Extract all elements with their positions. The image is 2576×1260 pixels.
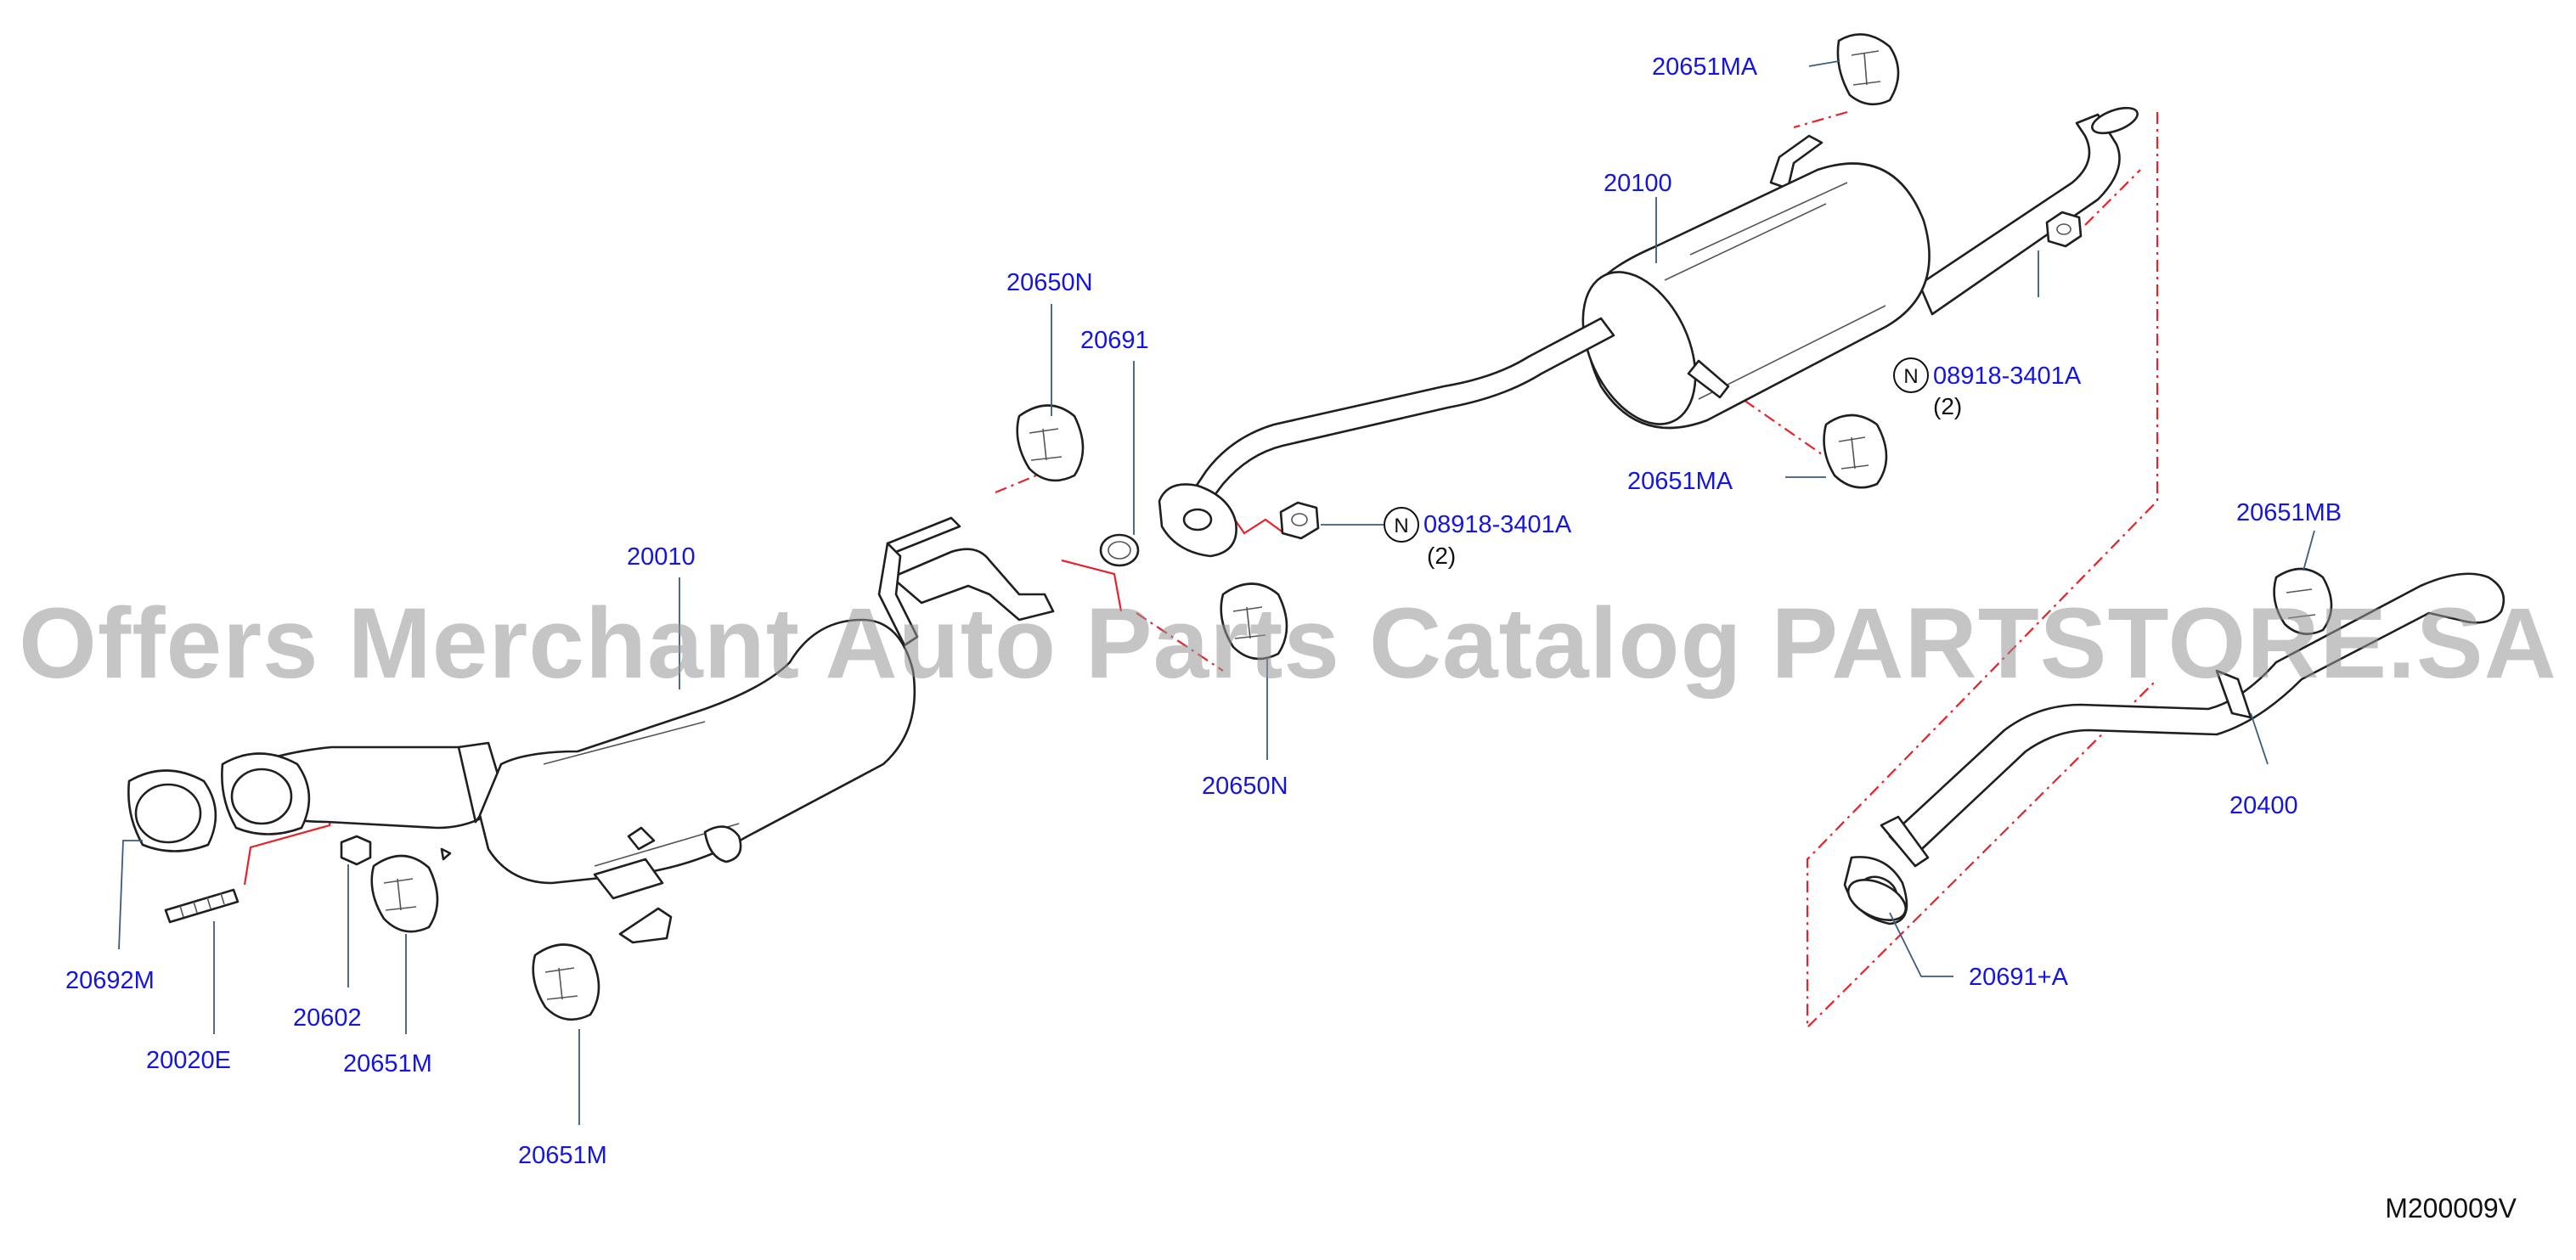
hanger-20651MA-top: [1836, 33, 1900, 106]
callout-20010: 20010: [627, 543, 696, 571]
n-marker-upper: N: [1893, 357, 1929, 393]
callout-20650N-bottom: 20650N: [1202, 773, 1288, 800]
callout-08918-upper: 08918-3401A: [1933, 363, 2082, 390]
callout-20692M: 20692M: [65, 967, 155, 994]
callout-08918-upper-qty: (2): [1933, 393, 1962, 419]
rear-muffler-20100: [1158, 106, 2139, 558]
front-flange-20010: [221, 752, 311, 835]
gasket-20691A: [1846, 879, 1908, 921]
callout-20691: 20691: [1080, 327, 1149, 354]
leader-lines: [118, 60, 2315, 1125]
hanger-20650N-top: [1016, 404, 1085, 482]
n-marker-lower-text: N: [1394, 515, 1408, 537]
flange-gasket-20692M: [127, 769, 217, 852]
nut-08918-upper: [2045, 211, 2083, 248]
callout-20651M-b: 20651M: [518, 1142, 607, 1169]
tail-pipe-20400: [1843, 572, 2506, 925]
callout-20100: 20100: [1604, 170, 1672, 197]
center-pipe-20010: [249, 516, 1055, 944]
callout-20651MB: 20651MB: [2236, 499, 2342, 526]
callout-20651MA-mid: 20651MA: [1627, 468, 1733, 495]
callout-20602: 20602: [293, 1004, 362, 1032]
callout-20020E: 20020E: [146, 1047, 231, 1074]
hanger-20651MB: [2273, 567, 2333, 635]
hanger-20651MA-mid: [1823, 413, 1888, 489]
callout-20651MA-top: 20651MA: [1652, 53, 1758, 81]
callout-08918-lower: 08918-3401A: [1423, 511, 1572, 538]
nut-08918-lower: [1279, 501, 1320, 540]
diagram-code: M200009V: [2385, 1193, 2517, 1223]
callouts: 20651MA 20100 08918-3401A (2) 20651MA 20…: [65, 53, 2342, 1169]
n-marker-upper-text: N: [1903, 365, 1918, 388]
hanger-20651M-a: [370, 854, 439, 933]
callout-20650N-top: 20650N: [1006, 269, 1093, 296]
callout-20651M-a: 20651M: [343, 1050, 432, 1077]
gasket-ring-20691: [1099, 533, 1140, 567]
nut-20602: [340, 835, 372, 866]
n-marker-lower: N: [1384, 507, 1419, 543]
callout-20400: 20400: [2229, 792, 2298, 819]
hanger-20650N-bottom: [1220, 582, 1288, 661]
callout-08918-lower-qty: (2): [1427, 543, 1456, 569]
callout-20691A: 20691+A: [1969, 964, 2069, 991]
hanger-20651M-b: [532, 943, 600, 1021]
stud-bolt-20020E: [164, 888, 240, 924]
